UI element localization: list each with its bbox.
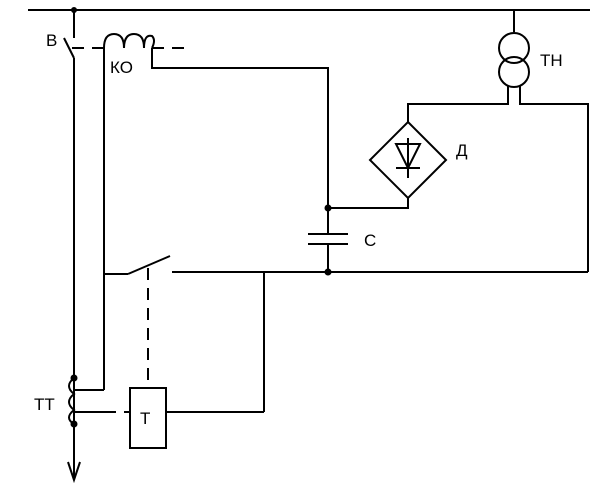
vt-lead-left bbox=[407, 86, 509, 122]
junction-dot bbox=[324, 204, 332, 212]
label-capacitor: С bbox=[364, 231, 376, 250]
label-rectifier: Д bbox=[456, 141, 468, 160]
rectifier-output bbox=[328, 198, 409, 209]
label-current-transformer: ТТ bbox=[34, 395, 55, 414]
relay-box bbox=[129, 387, 167, 449]
label-breaker: В bbox=[46, 31, 57, 50]
breaker-contact bbox=[63, 37, 75, 59]
current-transformer-icon bbox=[68, 377, 76, 425]
junction-dot bbox=[70, 374, 78, 382]
label-voltage-transformer: ТН bbox=[540, 51, 563, 70]
vt-lead-right bbox=[519, 86, 589, 272]
label-relay: Т bbox=[140, 409, 150, 428]
vt-winding-top-icon bbox=[498, 32, 530, 64]
junction-dot bbox=[324, 268, 332, 276]
trip-coil-lead-right bbox=[151, 48, 329, 208]
junction-dot bbox=[70, 420, 78, 428]
label-trip-coil: КО bbox=[110, 58, 133, 77]
relay-contact bbox=[127, 255, 171, 275]
arrow-down-icon bbox=[67, 461, 81, 484]
junction-dot bbox=[71, 7, 77, 13]
vt-winding-bottom-icon bbox=[498, 56, 530, 88]
trip-coil-icon bbox=[103, 32, 155, 49]
